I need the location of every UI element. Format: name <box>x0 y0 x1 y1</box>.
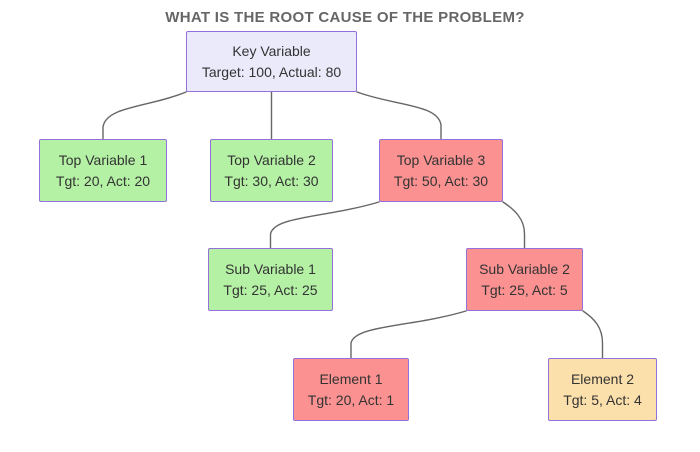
node-label: Key Variable <box>232 42 311 59</box>
node-metric: Tgt: 25, Act: 5 <box>481 281 568 298</box>
node-metric: Target: 100, Actual: 80 <box>201 63 342 80</box>
edge-top3-sub1 <box>269 201 380 249</box>
edge-key-top3 <box>356 91 442 140</box>
edge-sub2-el1 <box>350 310 467 359</box>
node-metric: Tgt: 25, Act: 25 <box>223 281 318 298</box>
node-metric: Tgt: 50, Act: 30 <box>393 172 489 189</box>
edge-key-top1 <box>102 91 187 140</box>
node-element-2: Element 2 Tgt: 5, Act: 4 <box>548 358 657 421</box>
node-label: Element 1 <box>319 370 383 387</box>
node-top-variable-2: Top Variable 2 Tgt: 30, Act: 30 <box>210 139 333 202</box>
node-top-variable-3: Top Variable 3 Tgt: 50, Act: 30 <box>379 139 503 202</box>
node-metric: Tgt: 5, Act: 4 <box>563 391 642 408</box>
node-label: Sub Variable 2 <box>479 260 570 277</box>
node-key-variable: Key Variable Target: 100, Actual: 80 <box>186 31 357 92</box>
node-metric: Tgt: 20, Act: 1 <box>307 391 395 408</box>
node-element-1: Element 1 Tgt: 20, Act: 1 <box>293 358 409 421</box>
edge-sub2-el2 <box>582 310 604 359</box>
node-label: Element 2 <box>570 370 635 387</box>
node-metric: Tgt: 20, Act: 20 <box>55 172 151 189</box>
node-label: Top Variable 3 <box>396 151 486 168</box>
diagram-title: WHAT IS THE ROOT CAUSE OF THE PROBLEM? <box>165 9 525 26</box>
node-label: Top Variable 2 <box>227 151 316 168</box>
node-metric: Tgt: 30, Act: 30 <box>224 172 319 189</box>
node-label: Top Variable 1 <box>58 151 148 168</box>
node-sub-variable-2: Sub Variable 2 Tgt: 25, Act: 5 <box>466 248 583 311</box>
node-top-variable-1: Top Variable 1 Tgt: 20, Act: 20 <box>39 139 167 202</box>
node-sub-variable-1: Sub Variable 1 Tgt: 25, Act: 25 <box>208 248 333 311</box>
node-label: Sub Variable 1 <box>225 260 316 277</box>
edge-top3-sub2 <box>502 201 526 249</box>
